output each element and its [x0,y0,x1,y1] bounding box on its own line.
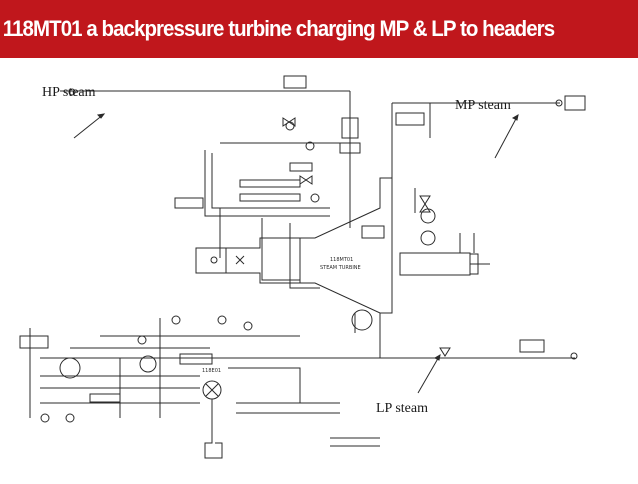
mp-header-nozzle [555,99,563,107]
lp-steam-arrow [417,354,441,394]
pid-diagram: 118MT01 STEAM TURBINE 118E01 [0,58,638,479]
turbine-bearing-left [195,247,227,274]
mp-steam-label: MP steam [455,98,511,113]
lp-steam-label: LP steam [376,401,428,416]
title-bar: 118MT01 a backpressure turbine charging … [0,0,638,58]
turbine-coupling [399,252,471,276]
pid-drawing: 118MT01 STEAM TURBINE 118E01 [19,75,586,459]
hp-steam-label: HP steam [42,85,96,100]
turbine-name: STEAM TURBINE [320,265,361,271]
lp-header-nozzle [570,352,578,360]
slide-title: 118MT01 a backpressure turbine charging … [2,16,555,41]
turbine-tag: 118MT01 [330,257,353,263]
hp-header-nozzle [68,88,76,96]
condenser-tag: 118E01 [202,368,221,374]
turbine-casing [195,177,393,314]
mp-steam-arrow [494,114,519,159]
hp-steam-arrow [73,113,105,139]
